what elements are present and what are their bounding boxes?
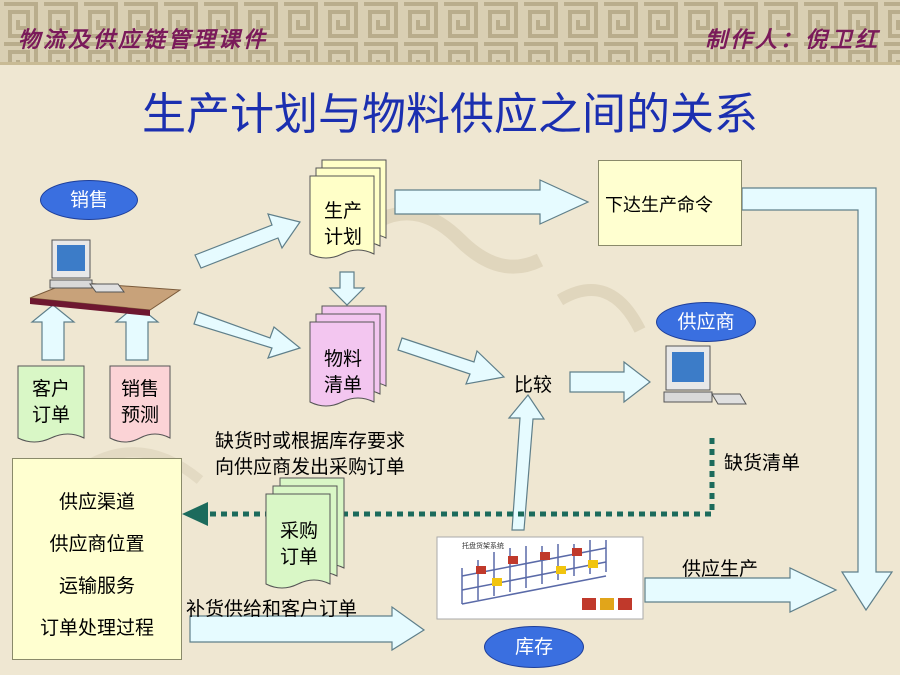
warehouse-image: 托盘货架系统	[436, 536, 644, 620]
bom-doc	[309, 305, 387, 407]
production-plan-doc	[309, 159, 387, 259]
arrow-bom-to-compare	[397, 337, 506, 385]
supplier-production-label: 供应生产	[682, 558, 759, 580]
warehouse-caption: 托盘货架系统	[462, 541, 504, 550]
dotted-shortage-flow	[210, 438, 715, 517]
order-processing: 订单处理过程	[39, 617, 154, 639]
purchase-order-line2: 订单	[279, 546, 318, 568]
sales-computer	[29, 239, 182, 316]
arrow-compare-to-supplier	[569, 360, 651, 404]
production-order-label: 下达生产命令	[605, 195, 713, 216]
production-order-box: 下达生产命令	[598, 160, 742, 246]
purchase-order-label: 采购 订单	[268, 518, 330, 570]
supplier-location: 供应商位置	[49, 533, 145, 555]
production-plan-line2: 计划	[323, 226, 362, 248]
arrow-plan-to-order	[394, 179, 590, 225]
sales-forecast-label: 销售 预测	[110, 376, 170, 428]
course-title: 物流及供应链管理课件	[18, 28, 269, 53]
arrow-supplier-production	[644, 567, 838, 613]
arrow-sales-to-plan	[194, 213, 301, 269]
compare-label: 比较	[514, 374, 553, 396]
supply-channel: 供应渠道	[58, 491, 135, 513]
author: 制作人：倪卫红	[704, 28, 880, 53]
production-plan-label: 生产 计划	[312, 198, 374, 250]
customer-order-line1: 客户	[31, 378, 70, 400]
sales-forecast-line1: 销售	[120, 378, 159, 400]
customer-order-label: 客户 订单	[18, 376, 84, 428]
purchase-note-line2: 向供应商发出采购订单	[214, 456, 405, 478]
sales-forecast-line2: 预测	[120, 404, 159, 426]
arrow-replenish	[189, 605, 426, 652]
transport-service: 运输服务	[58, 575, 135, 597]
production-plan-line1: 生产	[323, 200, 362, 222]
supply-info-box: 供应渠道 供应商位置 运输服务 订单处理过程	[12, 458, 182, 660]
supplier-label: 供应商	[677, 311, 735, 333]
purchase-order-doc	[265, 477, 345, 589]
sales-label: 销售	[69, 189, 108, 211]
slide-title: 生产计划与物料供应之间的关系	[142, 89, 758, 140]
sales-oval: 销售	[40, 180, 138, 220]
arrow-sales-to-bom	[193, 311, 302, 359]
supplier-oval: 供应商	[656, 302, 756, 342]
dotted-arrowhead	[182, 502, 208, 526]
arrow-inventory-to-compare	[507, 393, 546, 531]
supplier-computer	[663, 345, 747, 405]
customer-order-doc	[17, 365, 85, 443]
bom-line2: 清单	[323, 374, 362, 396]
shortage-list-label: 缺货清单	[724, 452, 801, 474]
bom-label: 物料 清单	[312, 346, 374, 398]
inventory-label: 库存	[514, 636, 553, 658]
purchase-note-line1: 缺货时或根据库存要求	[214, 430, 405, 452]
replenish-label: 补货供给和客户订单	[186, 598, 358, 620]
arrow-plan-to-bom	[328, 271, 366, 306]
arrow-order-to-right-down	[741, 187, 894, 612]
bom-line1: 物料	[323, 348, 362, 370]
purchase-note: 缺货时或根据库存要求 向供应商发出采购订单	[192, 428, 428, 480]
customer-order-line2: 订单	[31, 404, 70, 426]
inventory-oval: 库存	[484, 626, 584, 668]
sales-forecast-doc	[109, 365, 171, 443]
arrow-customer-order-up	[30, 304, 76, 361]
purchase-order-line1: 采购	[279, 520, 318, 542]
